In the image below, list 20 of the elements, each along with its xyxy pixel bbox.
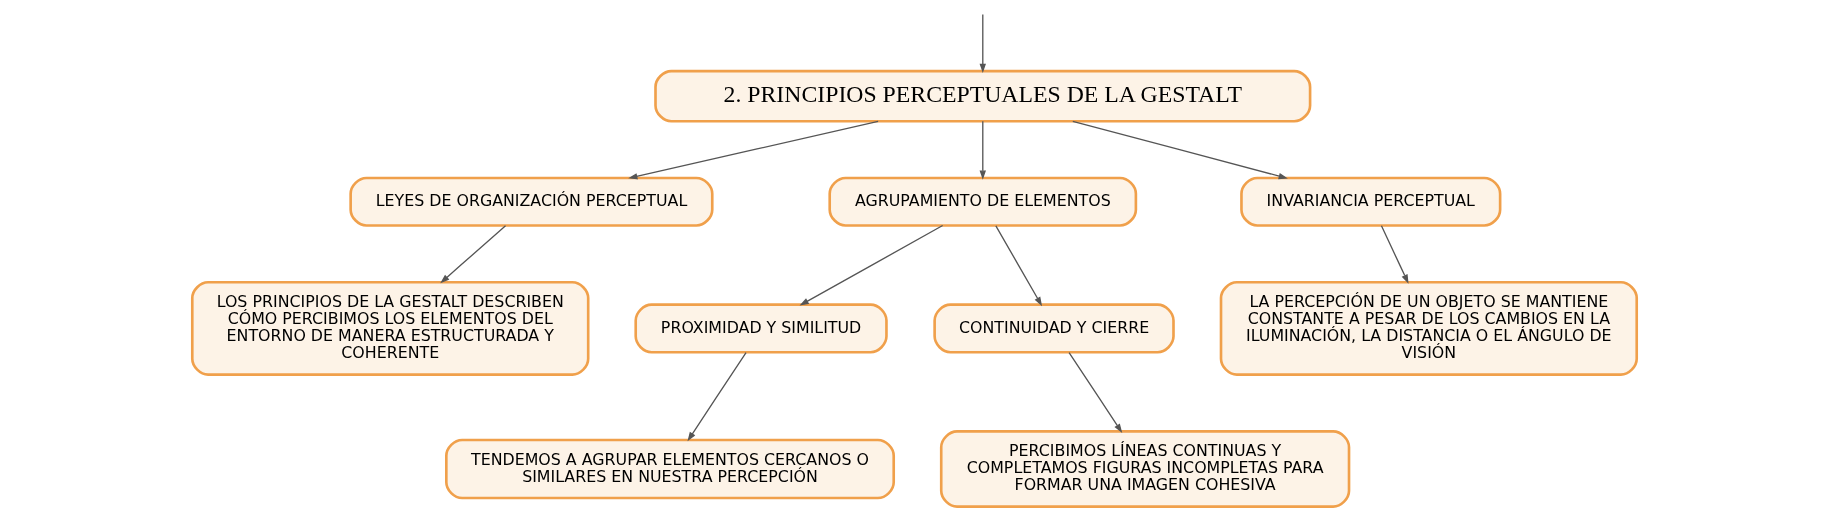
arrow — [995, 225, 1043, 307]
node-box: PERCIBIMOS LÍNEAS CONTINUAS Y COMPLETAMOS FIGURAS INCOMPLETAS PARA FORMAR UNA IMAGEN COHESIVA — [939, 430, 1351, 508]
arrow — [1380, 225, 1409, 284]
node-box: LA PERCEPCIÓN DE UN OBJETO SE MANTIENE CONSTANTE A PESAR DE LOS CAMBIOS EN LA ILUMINACIÓN, LA DISTANCIA O EL ÁNGULO DE VISIÓN — [1219, 280, 1639, 376]
node-box: INVARIANCIA PERCEPTUAL — [1240, 176, 1502, 227]
arrow — [1072, 120, 1288, 180]
arrow — [687, 351, 747, 442]
arrow — [440, 225, 507, 284]
node-box: LEYES DE ORGANIZACIÓN PERCEPTUAL — [349, 176, 714, 227]
arrow — [1068, 351, 1123, 434]
node-box: LOS PRINCIPIOS DE LA GESTALT DESCRIBEN CÓMO PERCIBIMOS LOS ELEMENTOS DEL ENTORNO DE MANERA ESTRUCTURADA Y COHERENTE — [190, 280, 590, 376]
node-box: 2. PRINCIPIOS PERCEPTUALES DE LA GESTALT — [654, 69, 1312, 123]
node-box: CONTINUIDAD Y CIERRE — [933, 303, 1175, 354]
arrow — [628, 120, 879, 180]
arrow — [979, 13, 987, 73]
arrow — [799, 224, 944, 306]
node-box: PROXIMIDAD Y SIMILITUD — [634, 303, 888, 354]
node-box: AGRUPAMIENTO DE ELEMENTOS — [828, 176, 1138, 227]
node-box: TENDEMOS A AGRUPAR ELEMENTOS CERCANOS O SIMILARES EN NUESTRA PERCEPCIÓN — [445, 438, 896, 500]
arrow — [979, 120, 987, 180]
